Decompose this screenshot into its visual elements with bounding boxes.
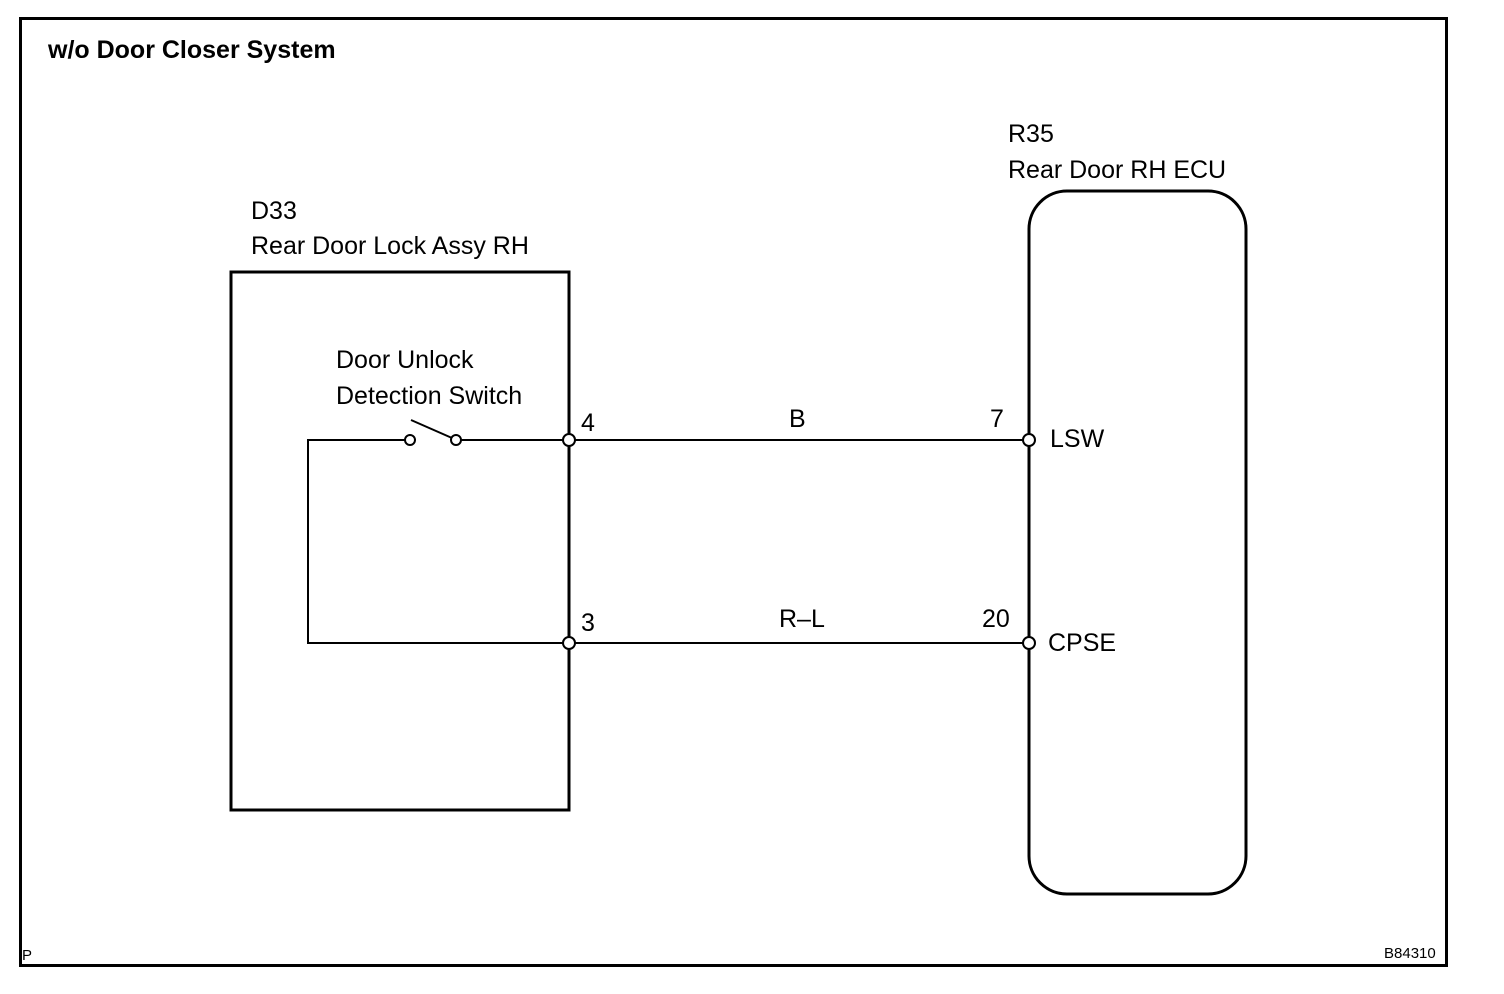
switch-label-line1: Door Unlock bbox=[336, 346, 474, 374]
signal-cpse-label: CPSE bbox=[1048, 629, 1117, 657]
pin-7-label: 7 bbox=[990, 405, 1004, 433]
wire-r-l-color-label: R–L bbox=[779, 605, 825, 633]
wire-b-color-label: B bbox=[789, 405, 806, 433]
figure-id: B84310 bbox=[1384, 945, 1436, 962]
terminal-pin-4 bbox=[562, 433, 576, 447]
signal-lsw-label: LSW bbox=[1050, 425, 1105, 453]
diagram-title: w/o Door Closer System bbox=[48, 36, 336, 64]
footer-left-mark: P bbox=[22, 947, 33, 964]
door-lock-assy-box bbox=[229, 270, 571, 812]
switch-contact-left bbox=[404, 434, 416, 446]
right-component-name: Rear Door RH ECU bbox=[1008, 156, 1227, 184]
left-component-name: Rear Door Lock Assy RH bbox=[251, 232, 529, 260]
switch-contact-right bbox=[450, 434, 462, 446]
terminal-pin-3 bbox=[562, 636, 576, 650]
internal-wire bbox=[307, 439, 563, 644]
pin-4-label: 4 bbox=[581, 409, 595, 437]
right-component-code: R35 bbox=[1008, 120, 1054, 148]
switch-blade bbox=[410, 419, 453, 439]
pin-3-label: 3 bbox=[581, 609, 595, 637]
switch-label-line2: Detection Switch bbox=[336, 382, 523, 410]
left-component-code: D33 bbox=[251, 197, 297, 225]
diagram-frame bbox=[19, 17, 1448, 967]
terminal-pin-20 bbox=[1022, 636, 1036, 650]
pin-20-label: 20 bbox=[982, 605, 1010, 633]
terminal-pin-7 bbox=[1022, 433, 1036, 447]
ecu-box bbox=[1027, 189, 1248, 896]
